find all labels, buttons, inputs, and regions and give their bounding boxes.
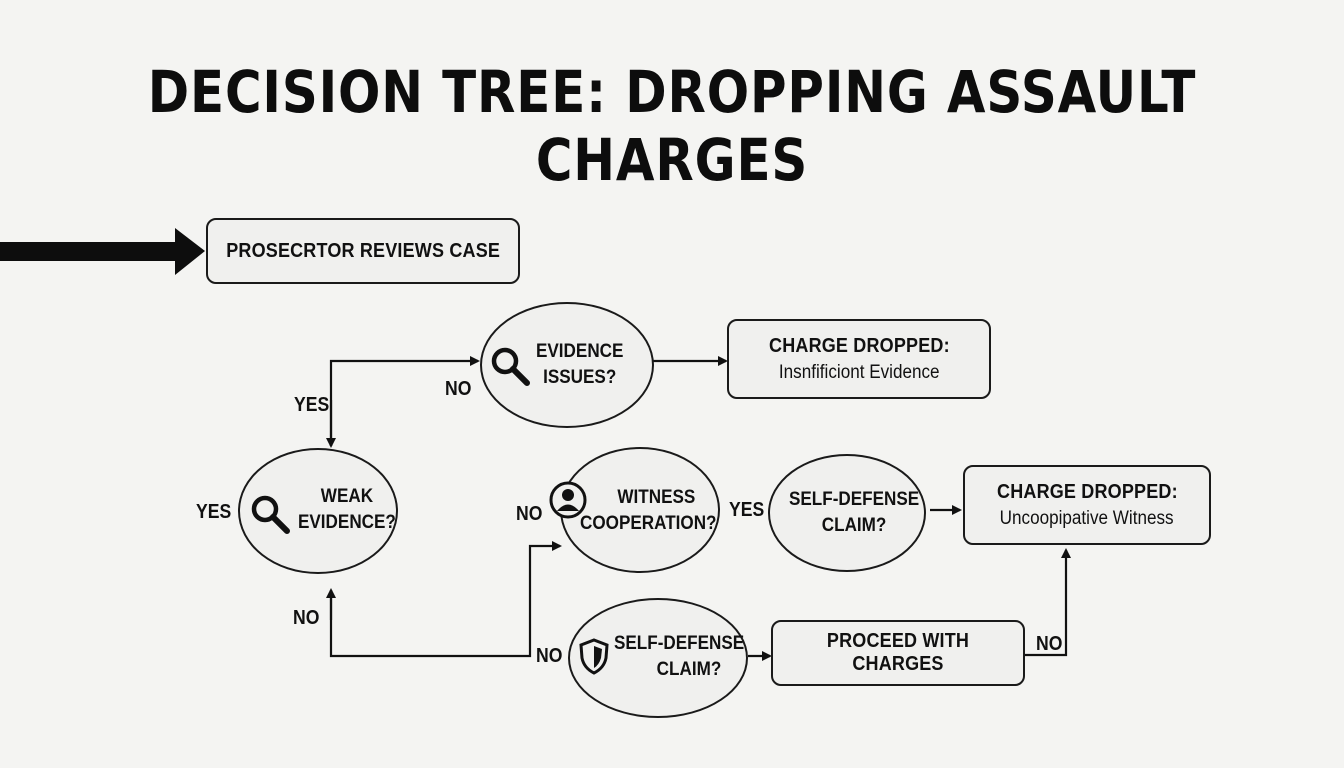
node-weak-evidence-text: WEAK EVIDENCE? <box>298 484 396 536</box>
node-evidence-issues <box>480 302 654 428</box>
node-heading: CHARGE DROPPED: <box>768 334 950 357</box>
person-icon <box>549 481 587 519</box>
entry-arrow <box>0 228 205 275</box>
connector-yes-to-evidence-issues <box>329 356 480 446</box>
edge-label-no-top: NO <box>445 378 472 400</box>
node-witness-cooperation-text: WITNESS COOPERATION? <box>580 485 716 537</box>
node-detail: Uncoopipative Witness <box>1000 507 1174 529</box>
node-label: PROSECRTOR REVIEWS CASE <box>226 239 500 262</box>
line-2: ISSUES? <box>543 367 617 388</box>
node-detail: Insnfificiont Evidence <box>778 361 940 383</box>
node-self-defense-claim-upper <box>768 454 926 572</box>
line-1: SELF-DEFENSE <box>789 489 920 510</box>
line-1: SELF-DEFENSE <box>614 633 745 654</box>
node-self-defense-upper-text: SELF-DEFENSE CLAIM? <box>789 487 919 539</box>
node-heading: CHARGE DROPPED: <box>996 480 1178 503</box>
line-1: WITNESS <box>617 487 696 508</box>
edge-label-yes-witness: YES <box>729 499 765 521</box>
node-label: PROCEED WITH CHARGES <box>826 630 970 675</box>
node-evidence-issues-text: EVIDENCE ISSUES? <box>536 339 623 391</box>
node-self-defense-lower-text: SELF-DEFENSE CLAIM? <box>614 631 744 683</box>
magnifier-icon <box>491 347 530 386</box>
line-2: CLAIM? <box>656 659 722 680</box>
shield-icon <box>579 638 609 675</box>
connector-proceed-to-dropped <box>1024 548 1071 657</box>
node-charge-dropped-insufficient: CHARGE DROPPED: Insnfificiont Evidence <box>727 319 991 399</box>
line-1: EVIDENCE <box>536 341 624 362</box>
line-1: WEAK <box>320 486 374 507</box>
line-2: COOPERATION? <box>580 513 717 534</box>
node-charge-dropped-uncooperative: CHARGE DROPPED: Uncoopipative Witness <box>963 465 1211 545</box>
edge-label-no-bottom: NO <box>536 645 563 667</box>
line-2: CLAIM? <box>821 515 887 536</box>
line-2: EVIDENCE? <box>298 512 396 533</box>
edge-label-yes-left: YES <box>196 501 232 523</box>
connector-no-loop <box>329 541 562 658</box>
page-title: DECISION TREE: DROPPING ASSAULT CHARGES <box>147 58 1197 194</box>
edge-label-yes-top: YES <box>294 394 330 416</box>
node-proceed-with-charges: PROCEED WITH CHARGES <box>771 620 1025 686</box>
magnifier-icon <box>251 495 290 534</box>
edge-label-no-left: NO <box>293 607 320 629</box>
edge-label-no-proceed: NO <box>1036 633 1063 655</box>
node-prosecutor-reviews-case: PROSECRTOR REVIEWS CASE <box>206 218 520 284</box>
edge-label-no-witness: NO <box>516 503 543 525</box>
node-weak-evidence <box>238 448 398 574</box>
